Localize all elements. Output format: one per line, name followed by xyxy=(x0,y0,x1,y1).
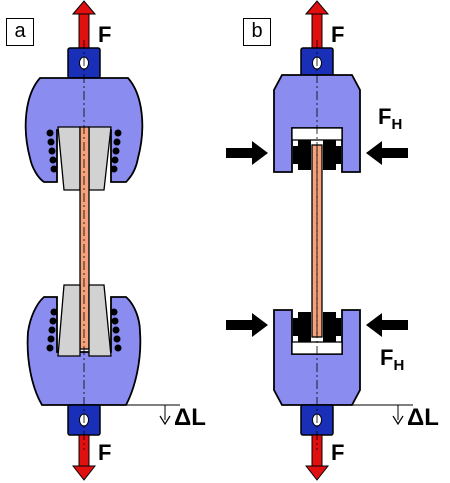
delta-l-label-a: ΔL xyxy=(174,404,206,431)
clamp-force-subscript: H xyxy=(391,116,403,133)
force-label-top-b: F xyxy=(331,22,345,47)
pull-arrow-top-b xyxy=(304,0,330,49)
spring-bottom-right-a xyxy=(110,308,122,352)
pull-arrow-top-a xyxy=(71,0,97,49)
panel-a-tag: a xyxy=(6,18,34,46)
clamp-force-symbol: F xyxy=(378,104,392,129)
clamp-arrow-top-right-b xyxy=(366,141,408,165)
grip-body-bottom-a xyxy=(26,296,142,406)
panel-b-hydraulic-grip xyxy=(226,0,413,481)
wedge-top-left-a xyxy=(57,126,81,191)
wedge-bottom-right-a xyxy=(88,284,112,357)
panel-b-tag: b xyxy=(243,18,271,46)
pull-arrow-bottom-b xyxy=(304,434,330,481)
spring-top-right-a xyxy=(110,129,122,173)
elongation-indicator-a xyxy=(112,404,180,426)
wedge-top-right-a xyxy=(88,126,112,191)
jaws-top-b xyxy=(293,140,341,170)
panel-a-wedge-grip xyxy=(24,0,180,481)
elongation-indicator-b xyxy=(345,404,413,426)
specimen-a xyxy=(79,126,90,350)
spring-top-left-a xyxy=(46,129,58,173)
force-label-bottom-b: F xyxy=(331,440,345,465)
grip-body-bottom-b xyxy=(273,309,361,406)
wedge-bottom-left-a xyxy=(57,284,81,357)
spring-bottom-left-a xyxy=(46,308,58,352)
clamp-force-label-bottom-b: FH xyxy=(380,345,405,374)
force-label-bottom-a: F xyxy=(98,440,112,465)
force-label-top-a: F xyxy=(98,22,112,47)
clamp-force-symbol: F xyxy=(380,345,394,370)
clamp-arrow-top-left-b xyxy=(226,141,268,165)
clamp-arrow-bottom-right-b xyxy=(366,313,408,337)
clamp-force-label-top-b: FH xyxy=(378,104,403,133)
delta-l-label-b: ΔL xyxy=(407,404,439,431)
pull-arrow-bottom-a xyxy=(71,434,97,481)
clamp-force-subscript: H xyxy=(393,357,405,374)
jaws-bottom-b xyxy=(293,312,341,342)
clamp-arrow-bottom-left-b xyxy=(226,313,268,337)
